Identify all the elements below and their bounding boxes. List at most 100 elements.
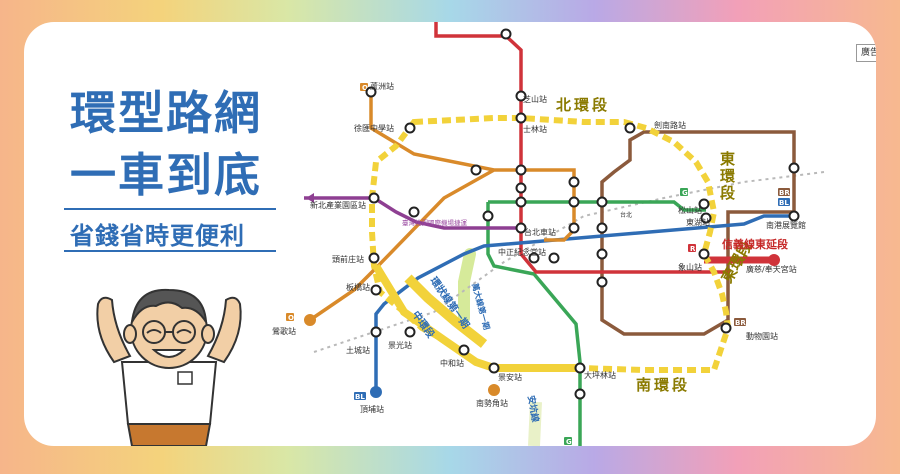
station-dot[interactable] (596, 276, 608, 288)
station-label-dingpu: 頂埔站 (360, 404, 384, 414)
station-dot-songshan[interactable] (698, 198, 710, 210)
ad-badge: 廣告 (856, 44, 876, 62)
station-dot[interactable] (470, 164, 482, 176)
station-dot-zhongzheng[interactable] (528, 252, 540, 264)
station-dot-dingpu[interactable] (370, 386, 382, 398)
station-dot-dapinglin[interactable] (574, 362, 586, 374)
station-label-donghu: 東湖站 (686, 217, 710, 227)
headline-line-1: 環型路網 (70, 86, 262, 140)
mouth (151, 349, 187, 358)
station-dot[interactable] (408, 206, 420, 218)
taipei-area-label: 台北 (620, 211, 632, 219)
station-dot-xiangshan[interactable] (698, 248, 710, 260)
station-dot-luzhou[interactable] (365, 86, 377, 98)
station-dot[interactable] (596, 248, 608, 260)
station-dot[interactable] (568, 222, 580, 234)
green-line (486, 200, 706, 446)
station-dot[interactable] (788, 162, 800, 174)
station-dot[interactable] (515, 196, 527, 208)
line-tag-g-top-text: G (682, 189, 688, 197)
station-label-jingan: 景安站 (498, 372, 522, 382)
station-dot[interactable] (568, 176, 580, 188)
station-label-yingge: 鶯歌站 (272, 326, 296, 336)
station-dot-nangang[interactable] (788, 210, 800, 222)
wanda-segment-label: 萬大線第一期 (470, 282, 492, 331)
station-label-zoo: 動物園站 (746, 331, 778, 341)
station-dot-banqiao[interactable] (370, 284, 382, 296)
station-dot-donghu[interactable] (700, 212, 712, 224)
station-label-tucheng: 土城站 (346, 345, 370, 355)
left-eye (146, 329, 162, 334)
station-dot[interactable] (500, 28, 512, 40)
headline: 環型路網 一車到底 (70, 82, 262, 206)
line-tag-r (688, 244, 696, 252)
airport-line-label: 臺灣桃園國際機場捷運 (402, 218, 468, 227)
station-dot-shilin[interactable] (515, 112, 527, 124)
station-dot[interactable] (515, 164, 527, 176)
station-dot-zhishan[interactable] (515, 90, 527, 102)
shirt (120, 361, 218, 425)
mrt-network-map: 北環段 東環段 東環段 南環段 中環段 環狀線第一期 萬大線第一期 安坑線 信義… (272, 22, 825, 446)
station-dot-taipei-main[interactable] (515, 222, 527, 234)
station-label-zhongzheng: 中正紀念堂站 (498, 247, 546, 257)
airport-line (304, 196, 524, 230)
circular-line-dashed (369, 115, 732, 373)
station-dot[interactable] (548, 252, 560, 264)
smiling-man-cartoon (96, 288, 242, 446)
station-dot-zoo[interactable] (720, 322, 732, 334)
right-arm (206, 296, 242, 364)
station-dot[interactable] (574, 388, 586, 400)
circular-line-phase1 (372, 263, 580, 372)
south-segment-label: 南環段 (636, 376, 690, 394)
station-dot-zhonghe[interactable] (458, 344, 470, 356)
station-dot-xinbei-industrial[interactable] (368, 192, 380, 204)
line-tag-br-bottom-text: BR (735, 319, 746, 327)
station-dot-jiannan[interactable] (624, 122, 636, 134)
line-tag-bl-right-text: BL (779, 199, 789, 207)
station-dot-tucheng[interactable] (370, 326, 382, 338)
headline-line-2: 一車到底 (70, 148, 262, 202)
subheadline-rule-bottom (64, 250, 276, 252)
right-eye (176, 329, 192, 334)
north-segment-label: 北環段 (556, 96, 610, 114)
station-dot-touqian[interactable] (368, 252, 380, 264)
station-dot-jingguang[interactable] (404, 326, 416, 338)
station-dot-yingge[interactable] (304, 314, 316, 326)
station-dot-jingan[interactable] (488, 362, 500, 374)
arrow-left-icon (306, 193, 314, 203)
line-tag-g-bottom (564, 437, 572, 445)
station-dot[interactable] (596, 196, 608, 208)
ankeng-line (528, 401, 542, 446)
shirt-pocket (177, 371, 193, 385)
subheadline: 省錢省時更便利 (70, 222, 245, 250)
line-tag-br-text: BR (779, 189, 790, 197)
station-label-nangang: 南港展覽館 (766, 220, 806, 230)
station-dot-xuri[interactable] (404, 122, 416, 134)
station-label-jingguang: 景光站 (388, 340, 412, 350)
line-tag-bl-bottom-text: BL (355, 393, 365, 401)
wanda-line-phase1 (458, 248, 476, 324)
line-tag-o-top-text: O (362, 84, 368, 92)
east-segment-label-1: 東環段 (720, 150, 736, 202)
subheadline-rule-top (64, 208, 276, 210)
station-dots (304, 28, 800, 400)
xinyi-extension-label: 信義線東延段 (722, 237, 788, 251)
station-label-shilin: 士林站 (523, 124, 547, 134)
line-tag-o-bottom (286, 313, 294, 321)
station-label-touqian: 頭前庄站 (332, 254, 364, 264)
station-dot[interactable] (568, 196, 580, 208)
station-label-banqiao: 板橋站 (346, 282, 370, 292)
station-label-xuri: 徐匯中學站 (354, 123, 394, 133)
station-label-taipei-main: 台北車站 (524, 227, 556, 237)
station-label-dapinglin: 大坪林站 (584, 370, 616, 380)
station-dot-nanshijiao[interactable] (488, 384, 500, 396)
station-dot[interactable] (515, 182, 527, 194)
hair (131, 288, 207, 323)
station-dot[interactable] (482, 210, 494, 222)
station-dot-guangci[interactable] (768, 254, 780, 266)
line-tag-bl-bottom (354, 392, 366, 400)
line-tag-o-top (360, 83, 368, 91)
line-tag-br (778, 188, 790, 196)
station-dot[interactable] (596, 222, 608, 234)
blue-line (374, 214, 794, 390)
